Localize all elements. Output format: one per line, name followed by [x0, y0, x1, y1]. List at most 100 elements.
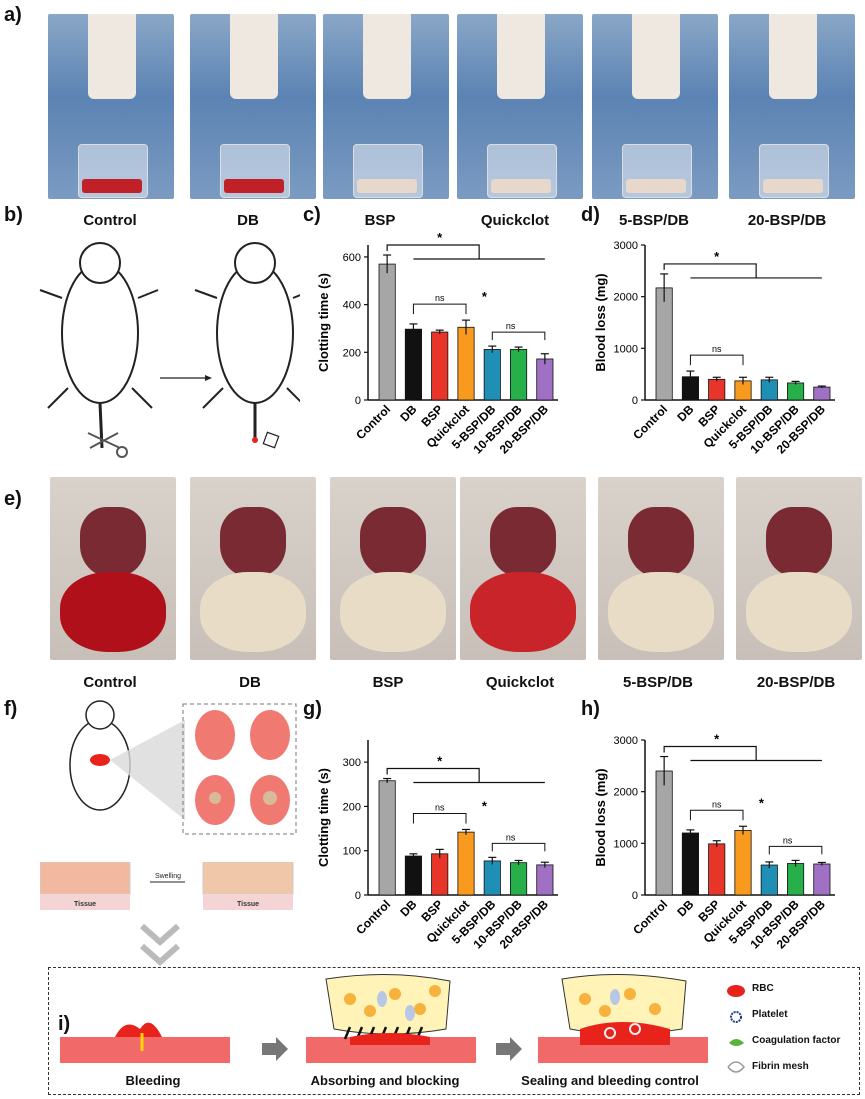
x-tick-label: DB [397, 897, 419, 919]
significance-label: * [714, 249, 720, 264]
caption-a-5: 20-BSP/DB [747, 212, 827, 229]
rat-drawing-left [39, 242, 159, 458]
caption-a-3: Quickclot [480, 212, 550, 229]
legend-fibrin: Fibrin mesh [752, 1061, 809, 1072]
bar-20-bsp-db [536, 358, 554, 401]
photo-tail-2 [323, 14, 449, 199]
significance-bracket [412, 812, 467, 824]
bar-quickclot [457, 831, 475, 896]
bar-bsp [431, 853, 449, 896]
y-tick-label: 0 [355, 890, 361, 902]
panel-label-h: h) [581, 698, 600, 720]
step-absorbing [306, 973, 476, 1063]
fibrin-mesh-icon [727, 1061, 745, 1073]
panel-label-a: a) [4, 4, 22, 26]
caption-e-2: BSP [372, 674, 404, 691]
x-tick-label: Control [630, 402, 670, 442]
step-label-bleeding: Bleeding [125, 1073, 181, 1088]
legend-platelet: Platelet [752, 1009, 788, 1020]
panel-label-b: b) [4, 204, 23, 226]
significance-label: * [437, 230, 443, 245]
significance-label: * [714, 732, 720, 747]
legend-rbc: RBC [752, 983, 774, 994]
photo-liver-5 [736, 477, 862, 660]
bar-control [655, 287, 673, 401]
bar-quickclot [734, 830, 752, 896]
significance-bracket [412, 303, 467, 315]
panel-label-d: d) [581, 204, 600, 226]
y-tick-label: 0 [632, 890, 638, 902]
significance-label: * [482, 289, 488, 304]
liver-lobe-icons [195, 710, 290, 825]
significance-label: ns [712, 344, 722, 354]
tissue-right-label: Tissue [237, 901, 259, 908]
platelet-icon [730, 1011, 742, 1023]
step-label-sealing: Sealing and bleeding control [521, 1073, 699, 1088]
y-tick-label: 100 [343, 846, 361, 858]
y-tick-label: 1000 [614, 838, 638, 850]
bar-db [404, 855, 422, 896]
y-axis-label: Blood loss (mg) [593, 768, 608, 866]
bar-bsp [708, 843, 726, 896]
bar-5-bsp-db [483, 349, 501, 401]
bar-db [404, 328, 422, 401]
photo-tail-1 [190, 14, 316, 199]
step-bleeding [60, 1022, 230, 1063]
significance-bracket [663, 745, 757, 761]
legend-coagulation: Coagulation factor [752, 1035, 841, 1046]
panel-label-g: g) [303, 698, 322, 720]
tissue-right [202, 862, 294, 895]
y-tick-label: 600 [343, 252, 361, 264]
significance-bracket [491, 331, 546, 341]
caption-e-5: 20-BSP/DB [756, 674, 836, 691]
significance-bracket [768, 845, 823, 855]
rat-drawing-liver [69, 700, 185, 820]
x-tick-label: Control [353, 897, 393, 937]
bar-db [681, 832, 699, 896]
photo-liver-2 [330, 477, 456, 660]
bar-10-bsp-db [787, 863, 805, 896]
tissue-left [40, 862, 131, 895]
panel-label-f: f) [4, 698, 18, 720]
photo-liver-3 [460, 477, 586, 660]
caption-a-2: BSP [364, 212, 396, 229]
rat-tail-diagram [39, 242, 300, 458]
significance-bracket [386, 767, 480, 783]
bar-5-bsp-db [483, 860, 501, 896]
chevron-down-icon [140, 923, 180, 967]
y-tick-label: 2000 [614, 787, 638, 799]
y-tick-label: 300 [343, 757, 361, 769]
bar-20-bsp-db [536, 864, 554, 896]
liver-model-diagram [69, 700, 297, 835]
significance-bracket [663, 263, 757, 278]
caption-e-4: 5-BSP/DB [622, 674, 693, 691]
bar-10-bsp-db [787, 382, 805, 401]
y-axis-label: Clotting time (s) [316, 273, 331, 372]
dashed-frame [182, 703, 297, 835]
photo-liver-4 [598, 477, 724, 660]
panel-label-c: c) [303, 204, 321, 226]
bar-10-bsp-db [510, 862, 528, 896]
bar-bsp [708, 378, 726, 401]
step-label-absorbing: Absorbing and blocking [310, 1073, 460, 1088]
panel-label-i: i) [58, 1013, 71, 1035]
bar-control [378, 780, 396, 896]
rbc-icon [727, 985, 745, 997]
mechanism-panel [48, 967, 860, 1095]
bar-20-bsp-db [813, 386, 831, 401]
significance-label: ns [435, 802, 445, 812]
coagulation-factor-icon [729, 1039, 744, 1046]
x-tick-label: DB [397, 402, 419, 424]
bar-10-bsp-db [510, 349, 528, 401]
swelling-label: Swelling [155, 873, 181, 880]
y-tick-label: 3000 [614, 240, 638, 252]
significance-label: * [482, 798, 488, 813]
x-tick-label: DB [674, 402, 696, 424]
caption-e-1: DB [239, 674, 261, 691]
arrow-icon [160, 375, 212, 381]
significance-label: * [759, 795, 765, 810]
y-tick-label: 400 [343, 300, 361, 312]
